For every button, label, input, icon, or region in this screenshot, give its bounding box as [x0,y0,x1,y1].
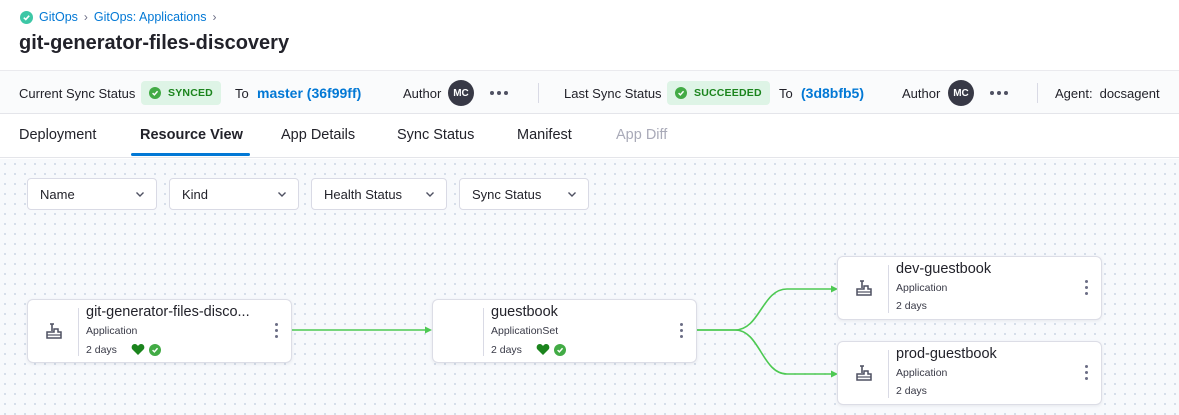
chevron-down-icon [568,192,576,197]
breadcrumb-applications[interactable]: GitOps: Applications [93,10,207,24]
breadcrumb-separator-icon: › [212,10,217,24]
divider [1037,83,1038,103]
divider [483,308,484,356]
graph-edges [291,285,838,378]
heart-icon [131,344,145,355]
current-author-label: Author [403,85,442,101]
current-revision-link[interactable]: master (36f99ff) [257,85,362,101]
edge-guestbook-to-dev [697,288,834,331]
avatar[interactable]: MC [948,80,974,106]
divider [888,265,889,313]
page-header: GitOps › GitOps: Applications › git-gene… [0,0,1179,70]
node-name: dev-guestbook [896,261,992,277]
arrow-head-icon [425,326,432,334]
node-name: prod-guestbook [896,346,997,362]
heart-icon [536,344,550,355]
agent-label: Agent: [1055,85,1093,101]
check-circle-icon [148,343,161,356]
last-author-label: Author [902,85,941,101]
tab-manifest[interactable]: Manifest [517,127,572,143]
current-sync-badge-text: SYNCED [168,87,213,99]
check-circle-icon [553,343,566,356]
application-icon [46,323,62,339]
node-menu-icon[interactable] [1085,365,1088,380]
node-age: 2 days [896,385,927,397]
graph-node-root-application[interactable]: git-generator-files-disco... Application… [27,299,292,363]
node-name: git-generator-files-disco... [86,304,250,320]
gitops-logo-icon [20,10,33,24]
node-kind: Application [86,325,138,337]
filter-kind[interactable]: Kind [169,178,299,210]
last-sync-badge-text: SUCCEEDED [694,87,762,99]
current-more-options-icon[interactable] [490,91,508,95]
node-menu-icon[interactable] [275,323,278,338]
node-menu-icon[interactable] [680,323,683,338]
chevron-down-icon [278,192,286,197]
chevron-down-icon [426,192,434,197]
node-status-row: 2 days [491,343,566,356]
node-kind: ApplicationSet [491,325,559,337]
avatar[interactable]: MC [448,80,474,106]
sync-status-bar: Current Sync Status SYNCED To master (36… [0,70,1179,114]
current-sync-badge: SYNCED [141,81,221,105]
application-icon [856,365,872,381]
graph-node-dev-guestbook[interactable]: dev-guestbook Application 2 days [837,256,1102,320]
check-circle-icon [149,87,161,99]
active-tab-indicator [131,153,250,156]
last-sync-status-label: Last Sync Status [564,85,662,101]
node-menu-icon[interactable] [1085,280,1088,295]
divider [538,83,539,103]
tab-sync-status[interactable]: Sync Status [397,127,475,143]
arrow-head-icon [831,370,838,378]
divider [888,350,889,398]
node-kind: Application [896,367,948,379]
tab-app-diff: App Diff [616,127,668,143]
agent-value: docsagent [1099,85,1160,101]
filter-kind-label: Kind [182,186,209,202]
last-sync-badge: SUCCEEDED [667,81,770,105]
node-name: guestbook [491,304,558,320]
filter-sync-status-label: Sync Status [472,186,542,202]
filter-health-status-label: Health Status [324,186,403,202]
divider [78,308,79,356]
tab-deployment[interactable]: Deployment [19,127,97,143]
graph-node-guestbook[interactable]: guestbook ApplicationSet 2 days [432,299,697,363]
arrow-head-icon [831,285,838,293]
node-age: 2 days [491,343,522,356]
chevron-down-icon [136,192,144,197]
tab-resource-view[interactable]: Resource View [140,127,243,143]
last-to-label: To [779,85,793,101]
breadcrumb-gitops[interactable]: GitOps [39,10,78,24]
resource-graph-canvas[interactable]: Name Kind Health Status Sync Status [0,159,1179,415]
check-circle-icon [675,87,687,99]
application-icon [856,280,872,296]
tab-app-details[interactable]: App Details [281,127,356,143]
graph-node-prod-guestbook[interactable]: prod-guestbook Application 2 days [837,341,1102,405]
filter-health-status[interactable]: Health Status [311,178,447,210]
current-to-label: To [235,85,249,101]
node-age: 2 days [86,343,117,356]
filter-sync-status[interactable]: Sync Status [459,178,589,210]
filter-name-label: Name [40,186,75,202]
last-revision-link[interactable]: (3d8bfb5) [801,85,864,101]
breadcrumb-separator-icon: › [83,10,88,24]
page-title: git-generator-files-discovery [19,32,290,54]
edge-guestbook-to-prod [697,329,834,375]
last-more-options-icon[interactable] [990,91,1008,95]
current-sync-status-label: Current Sync Status [19,85,136,101]
node-kind: Application [896,282,948,294]
breadcrumb: GitOps › GitOps: Applications › [20,10,222,24]
tab-bar: Deployment Resource View App Details Syn… [0,114,1179,158]
node-age: 2 days [896,300,927,312]
filter-name[interactable]: Name [27,178,157,210]
node-status-row: 2 days [86,343,161,356]
